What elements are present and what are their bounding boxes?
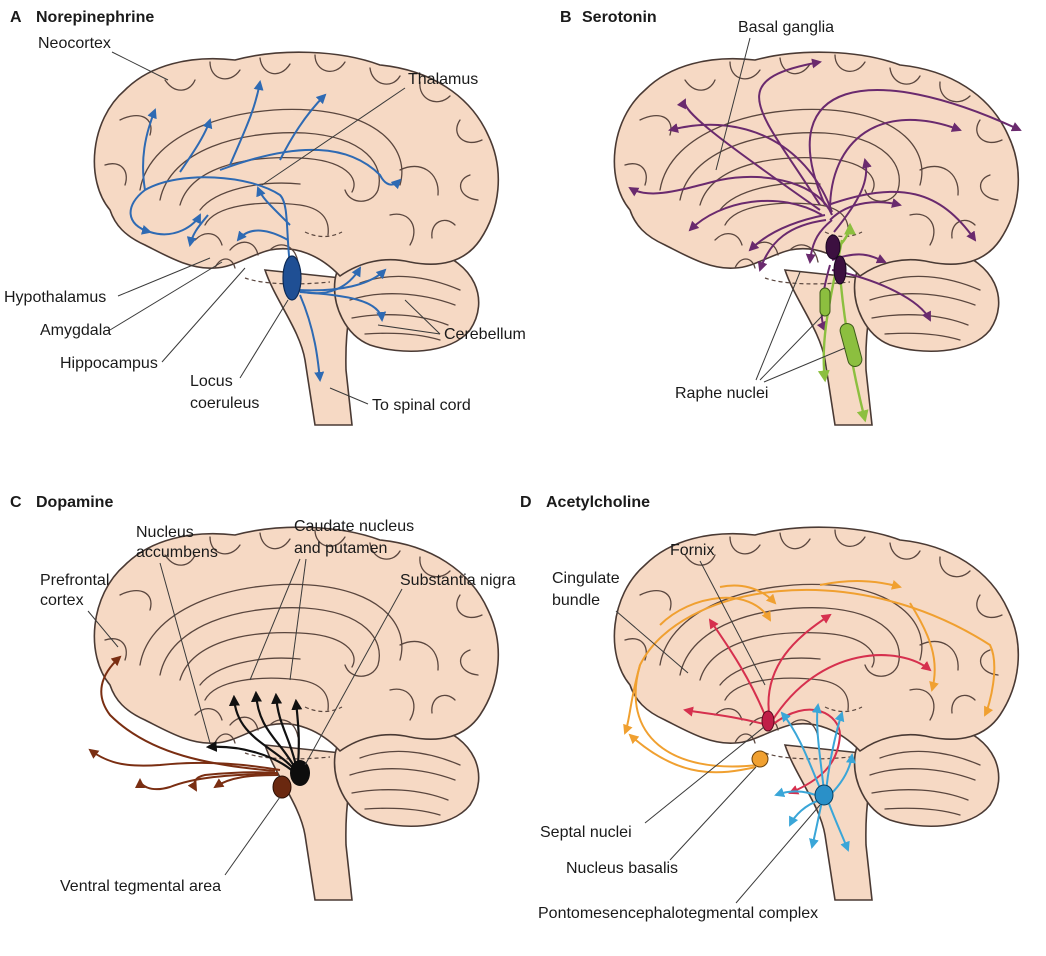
label-cingulate-line2: bundle	[552, 592, 600, 609]
panel-a-leader-lines	[109, 51, 441, 405]
substantia-nigra-nucleus	[290, 760, 310, 786]
panel-b-title: Serotonin	[582, 9, 657, 26]
ventral-tegmental-nucleus	[272, 775, 292, 799]
label-cingulate-line1: Cingulate	[552, 570, 620, 587]
septal-nucleus	[761, 710, 775, 732]
label-amygdala: Amygdala	[40, 322, 111, 339]
label-thalamus: Thalamus	[408, 71, 478, 88]
label-locus-line2: coeruleus	[190, 395, 259, 412]
nigrostriatal-pathways	[205, 690, 303, 774]
label-cerebellum: Cerebellum	[444, 326, 526, 343]
label-basal-ganglia: Basal ganglia	[738, 19, 834, 36]
panel-b-leader-lines	[715, 37, 846, 383]
pontomesencephalotegmental-node	[814, 784, 834, 806]
label-nucleus-basalis: Nucleus basalis	[566, 860, 678, 877]
label-fornix: Fornix	[670, 542, 714, 559]
basalis-pathways	[623, 580, 996, 774]
label-hippocampus: Hippocampus	[60, 355, 158, 372]
panel-a-letter: A	[10, 9, 22, 26]
label-prefrontal-line1: Prefrontal	[40, 572, 109, 589]
panel-d-title: Acetylcholine	[546, 494, 650, 511]
label-caudate-line2: and putamen	[294, 540, 387, 557]
label-ventral-tegmental: Ventral tegmental area	[60, 878, 221, 895]
raphe-nucleus-medulla	[839, 323, 863, 367]
label-spinal-cord: To spinal cord	[372, 397, 471, 414]
label-neocortex: Neocortex	[38, 35, 111, 52]
septal-pathways	[683, 613, 932, 795]
panel-b-letter: B	[560, 9, 572, 26]
locus-coeruleus-nucleus	[282, 255, 302, 301]
label-raphe-nuclei: Raphe nuclei	[675, 385, 768, 402]
raphe-nucleus-rostral	[825, 234, 841, 260]
mesocortical-pathways	[88, 655, 281, 792]
panel-d-letter: D	[520, 494, 532, 511]
label-septal-nuclei: Septal nuclei	[540, 824, 632, 841]
label-prefrontal-line2: cortex	[40, 592, 84, 609]
label-ponto-complex: Pontomesencephalotegmental complex	[538, 905, 818, 922]
panel-acetylcholine: D Acetylcholine Fornix Cingulate bundle …	[520, 494, 1020, 922]
serotonin-pathways	[628, 58, 1022, 332]
label-accumbens-line2: accumbens	[136, 544, 218, 561]
raphe-nucleus-mid	[833, 255, 847, 285]
label-substantia-nigra: Substantia nigra	[400, 572, 516, 589]
label-hypothalamus: Hypothalamus	[4, 289, 106, 306]
panel-norepinephrine: A Norepinephrine Neocortex Thalamus Hypo…	[4, 9, 526, 426]
label-locus-line1: Locus	[190, 373, 233, 390]
panel-c-leader-lines	[87, 558, 403, 876]
panel-dopamine: C Dopamine Nucleus accumbens Caudate nuc…	[10, 494, 516, 901]
panel-a-title: Norepinephrine	[36, 9, 154, 26]
label-accumbens-line1: Nucleus	[136, 524, 194, 541]
label-caudate-line1: Caudate nucleus	[294, 518, 414, 535]
raphe-nucleus-pons	[819, 287, 831, 317]
panel-d-leader-lines	[615, 560, 821, 904]
norepinephrine-pathways	[129, 80, 402, 382]
nucleus-basalis-node	[751, 750, 769, 768]
panel-c-title: Dopamine	[36, 494, 113, 511]
panel-c-letter: C	[10, 494, 22, 511]
panel-serotonin: B Serotonin Basal ganglia Raphe nuclei	[560, 9, 1022, 426]
